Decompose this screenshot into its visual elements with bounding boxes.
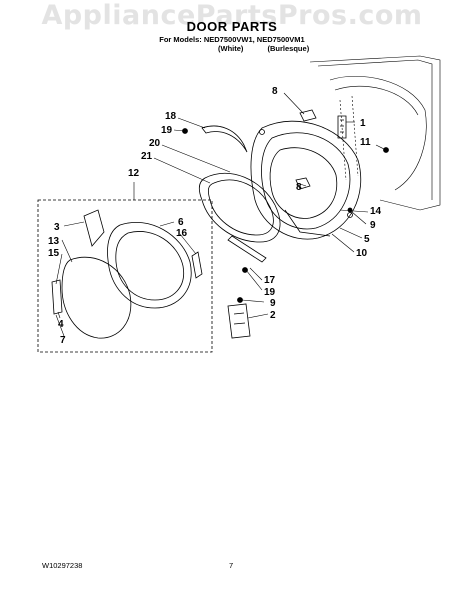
callout-label: 12: [128, 168, 140, 179]
callout-label: 17: [264, 275, 276, 286]
hinge-bracket-top: [295, 109, 317, 190]
dryer-cabinet: [309, 55, 441, 211]
watermark-text: AppliancePartsPros.com: [41, 0, 423, 31]
callout-label: 3: [54, 222, 60, 233]
callout-label: 9: [370, 220, 376, 231]
callout-label: 8: [296, 182, 302, 193]
callout-label: 18: [165, 111, 177, 122]
callout-label: 14: [370, 206, 382, 217]
model-list: For Models: NED7500VW1, NED7500VM1: [159, 35, 305, 44]
model-variants: (White) (Burlesque): [218, 44, 331, 53]
callout-label: 2: [270, 310, 276, 321]
callout-label: 16: [176, 228, 188, 239]
callout-label: 9: [270, 298, 276, 309]
leader-lines: [55, 92, 387, 337]
callout-label: 15: [48, 248, 60, 259]
variant-burlesque: (Burlesque): [267, 44, 310, 53]
door-hinge: [227, 303, 251, 339]
callout-label: 8: [272, 86, 278, 97]
door-assembly-box: [37, 199, 213, 353]
latch-spring: [337, 115, 347, 139]
callout-label: 6: [178, 217, 184, 228]
callout-label: 4: [58, 319, 64, 330]
callout-label: 5: [364, 234, 370, 245]
lower-handle-bar: [227, 235, 267, 263]
page-title: DOOR PARTS: [186, 19, 278, 34]
document-number: W10297238: [42, 561, 83, 570]
variant-white: (White): [218, 44, 244, 53]
callout-label: 13: [48, 236, 60, 247]
callout-label: 20: [149, 138, 161, 149]
screws: [182, 128, 389, 303]
callout-label: 19: [161, 125, 173, 136]
callout-label: 10: [356, 248, 368, 259]
door-handle-strip: [201, 125, 248, 153]
page-number: 7: [229, 561, 234, 570]
callout-label: 11: [360, 137, 371, 148]
door-assembly-parts: [51, 209, 203, 339]
callout-labels: 8 18 19 20 21 12 1 11 8 14 9 5 10 3 13 1…: [48, 86, 382, 346]
door-gasket: [198, 172, 281, 243]
callout-label: 21: [141, 151, 153, 162]
front-panel-assembly: [250, 120, 362, 240]
callout-label: 19: [264, 287, 276, 298]
callout-label: 1: [360, 118, 366, 129]
callout-label: 7: [60, 335, 66, 346]
